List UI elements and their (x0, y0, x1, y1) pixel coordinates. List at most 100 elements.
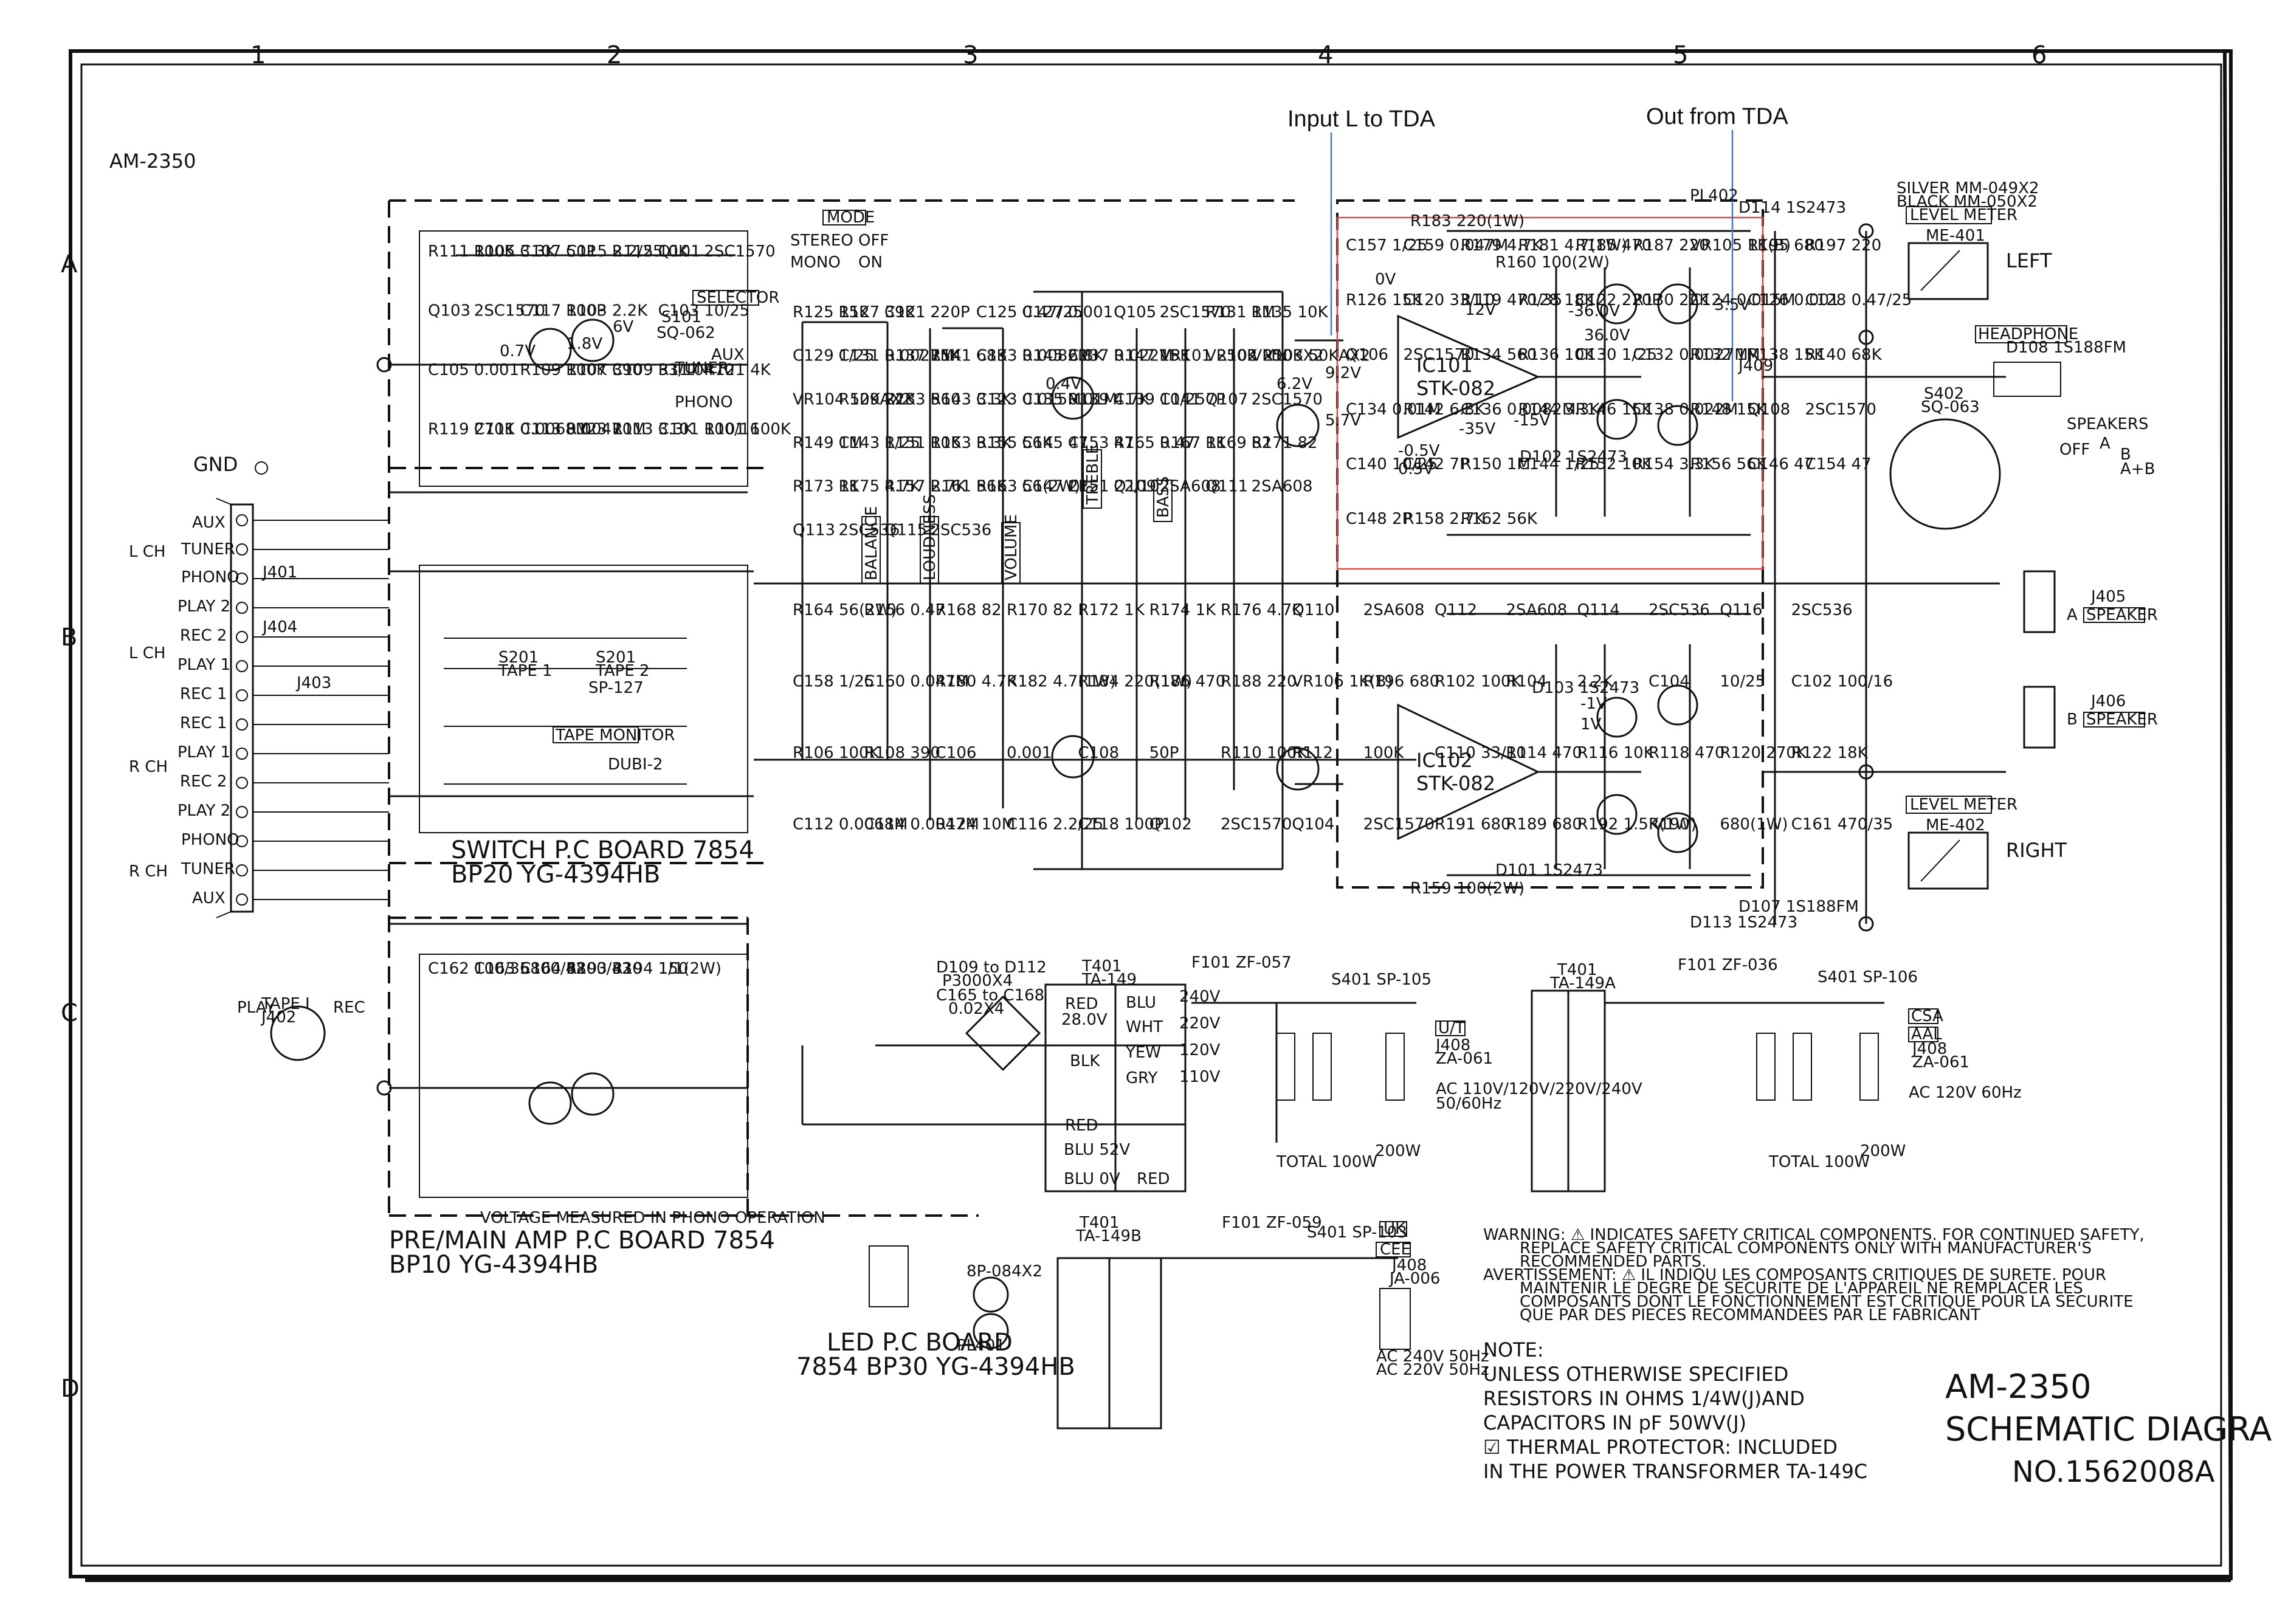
svg-text:REC: REC (333, 999, 365, 1017)
component-label: R161 56K (930, 478, 1007, 496)
svg-text:C165 to C168: C165 to C168 (936, 986, 1044, 1005)
svg-text:AVERTISSEMENT: ⚠ IL INDIQU LES: AVERTISSEMENT: ⚠ IL INDIQU LES COMPOSANT… (1483, 1266, 2106, 1284)
svg-text:CEE: CEE (1380, 1240, 1411, 1259)
jack-label: PLAY 1 (177, 656, 230, 674)
component-label: C157 1/25 (1346, 236, 1427, 255)
jack-label: PLAY 1 (177, 743, 230, 762)
component-label: R155 56K (976, 434, 1053, 452)
level-meter-label: LEVEL METER (1910, 206, 2017, 224)
component-label: 100K (1363, 744, 1405, 762)
voltage-label: -1V (1580, 695, 1607, 713)
component-label: C105 (428, 361, 469, 379)
component-label: R127 39K (838, 303, 915, 322)
component-label: C120 33/10 (1403, 291, 1495, 309)
svg-text:T401: T401 (1557, 961, 1597, 979)
component-label: R180 4.7K (935, 673, 1018, 691)
svg-text:PHONO: PHONO (675, 393, 733, 411)
svg-text:8P-084X2: 8P-084X2 (966, 1262, 1042, 1281)
component-label: Q108 (1748, 401, 1790, 419)
grid-markers: 1 2 3 4 5 6 A B C D (61, 41, 2047, 1403)
speaker-label: SPEAKER (2086, 710, 2158, 729)
component-label: 2SC1570 (1252, 390, 1323, 408)
switch-board (389, 565, 754, 833)
component-label: 2SC536 (1791, 601, 1853, 619)
component-label: R138 15K (1748, 346, 1825, 364)
component-label: R189 680 (1506, 816, 1582, 834)
component-label: C163 6800/42 (474, 960, 586, 978)
ic-part: STK-082 (1416, 772, 1495, 795)
svg-text:J406: J406 (2090, 692, 2126, 710)
component-label: R114 470 (1506, 744, 1582, 762)
balance-label: BALANCE (863, 506, 881, 580)
component-label: R175 4.7K (838, 478, 920, 496)
title-text: SCHEMATIC DIAGRAM (1945, 1410, 2274, 1448)
component-label: C159 0.047M (1403, 236, 1508, 255)
svg-text:AC 240V 50Hz: AC 240V 50Hz (1376, 1347, 1489, 1366)
svg-text:S201: S201 (596, 649, 636, 667)
voltage-label: 3.5V (1714, 296, 1750, 314)
component-label: 2SC1570 (1403, 346, 1474, 364)
component-label: C158 1/25 (793, 673, 874, 691)
board-label: 7854 BP30 YG-4394HB (796, 1353, 1075, 1381)
svg-text:GRY: GRY (1126, 1069, 1158, 1087)
component-label: R181 4.7(1W) (1518, 236, 1627, 255)
component-label: C110 33/10 (1435, 744, 1526, 762)
ch-label: L CH (129, 644, 165, 662)
annotation-output: Out from TDA (1646, 104, 1788, 129)
svg-text:200W: 200W (1375, 1142, 1421, 1160)
speaker-switch (1889, 418, 2001, 530)
component-label: C114 0.0047M (864, 816, 979, 834)
gnd-label: GND (193, 453, 238, 476)
component-label: C101 100/16 (658, 421, 760, 439)
component-label: R117 470 (658, 361, 735, 379)
svg-text:F101 ZF-057: F101 ZF-057 (1191, 954, 1292, 972)
svg-text:AC 120V 60Hz: AC 120V 60Hz (1909, 1084, 2022, 1102)
component-label: VR102 250KX2 (1205, 347, 1324, 365)
svg-text:T401: T401 (1081, 957, 1122, 975)
notes: WARNING: ⚠ INDICATES SAFETY CRITICAL COM… (1483, 1226, 2145, 1483)
row-marker: B (61, 624, 77, 652)
component-label: C109 33/10 (612, 361, 704, 379)
svg-text:YEW: YEW (1125, 1044, 1161, 1062)
svg-text:P3000X4: P3000X4 (942, 972, 1013, 990)
component-label: R183 220(1W) (1410, 212, 1525, 230)
mode-section: MODE STEREO OFF MONO ON SELECTOR S101 SQ… (656, 208, 889, 411)
component-label: C104 (1649, 673, 1690, 691)
svg-text:D109 to D112: D109 to D112 (936, 958, 1047, 977)
component-label: R121 4K (704, 361, 771, 379)
level-meter-label: LEVEL METER (1910, 796, 2017, 814)
jack-terminal (236, 514, 248, 526)
power-amp-upper: IC101 STK-082 (1336, 216, 1764, 570)
jack-label: PHONO (181, 568, 239, 587)
ch-label: R CH (129, 862, 168, 881)
component-label: PL402 (1690, 187, 1738, 205)
component-label: C138 0.022M (1633, 401, 1738, 419)
svg-text:CSA: CSA (1911, 1007, 1943, 1025)
component-label: R174 1K (1149, 601, 1216, 619)
component-label: R172 1K (1078, 601, 1145, 619)
svg-text:A+B: A+B (2120, 460, 2155, 478)
svg-text:NOTE:: NOTE: (1483, 1338, 1544, 1361)
jack-label: PLAY 2 (177, 802, 230, 820)
jack-terminal (236, 893, 248, 906)
jack-terminal (236, 543, 248, 556)
jack-label: REC 1 (180, 685, 227, 703)
svg-text:110V: 110V (1179, 1068, 1221, 1086)
din-connector (270, 1005, 326, 1061)
svg-text:TA-149B: TA-149B (1075, 1227, 1142, 1245)
col-marker: 2 (607, 41, 622, 69)
component-label: R137 15K (884, 347, 962, 365)
svg-text:T401: T401 (1079, 1214, 1120, 1232)
component-label: Q114 (1577, 601, 1620, 619)
jack-label: PLAY 2 (177, 597, 230, 616)
component-label: R193 330 (566, 960, 643, 978)
component-label: 50P (1149, 744, 1179, 762)
component-label: R104 (1506, 673, 1547, 691)
component-label: C147 2P (1022, 478, 1087, 496)
jack-terminal (236, 864, 248, 876)
component-label: C106 (935, 744, 977, 762)
svg-text:CAPACITORS IN pF 50WV(J): CAPACITORS IN pF 50WV(J) (1483, 1411, 1746, 1434)
component-label: R148 15K (1690, 401, 1768, 419)
jack-terminal (236, 573, 248, 585)
svg-text:REPLACE SAFETY CRITICAL COMPON: REPLACE SAFETY CRITICAL COMPONENTS ONLY … (1520, 1239, 2092, 1258)
